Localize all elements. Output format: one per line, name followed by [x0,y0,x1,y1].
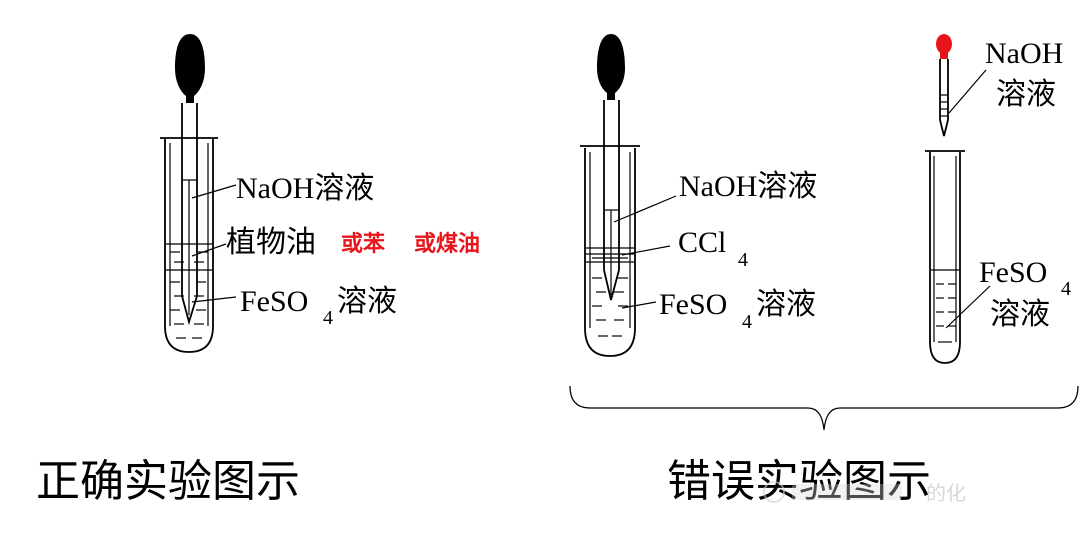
svg-text:FeSO: FeSO [979,256,1047,289]
label-naoh-drop: NaOH 溶液 [985,37,1063,111]
svg-text:4: 4 [323,307,333,329]
label-feso4-drop: FeSO 4 溶液 [979,256,1071,331]
label-naoh-correct: NaOH溶液 [236,172,374,205]
ccl4-layer [586,247,634,263]
svg-text:FeSO: FeSO [659,288,727,321]
test-tube-correct [164,138,214,353]
svg-text:NaOH: NaOH [985,37,1063,70]
test-tube-wrong-ccl4 [584,148,636,357]
svg-text:溶液: 溶液 [337,285,397,318]
caption-wrong: 错误实验图示 [667,456,931,507]
svg-text:4: 4 [738,249,748,271]
label-ccl4: CCl 4 [678,226,748,271]
svg-text:CCl: CCl [678,226,726,259]
feso4-solution-correct [170,281,206,339]
grouping-brace [569,385,1079,431]
svg-text:的化: 的化 [926,481,966,505]
red-dropper [936,34,952,137]
svg-text:溶液: 溶液 [996,78,1056,111]
caption-correct: 正确实验图示 [36,456,300,507]
label-feso4-correct: FeSO 4 溶液 [240,285,397,329]
feso4-solution-wrong [592,277,628,337]
label-naoh-wrong: NaOH溶液 [679,170,817,203]
test-tube-wrong-drop [929,152,961,364]
dropper-correct [175,34,205,326]
label-alt-kerosene: 或煤油 [414,231,480,257]
svg-text:4: 4 [742,311,752,333]
svg-text:溶液: 溶液 [756,288,816,321]
dropper-wrong [597,34,625,301]
label-feso4-wrong: FeSO 4 溶液 [659,288,816,333]
correct-setup: NaOH溶液 植物油 或苯 或煤油 FeSO 4 溶液 正确实验图示 [36,34,480,507]
svg-text:FeSO: FeSO [240,285,308,318]
label-vegetable-oil: 植物油 [226,226,316,259]
label-alt-benzene: 或苯 [341,231,386,257]
watermark: 的化 [763,481,966,505]
feso4-solution-drop [931,269,959,343]
svg-text:4: 4 [1061,278,1071,300]
svg-text:溶液: 溶液 [990,298,1050,331]
wrong-setup: NaOH溶液 CCl 4 FeSO 4 溶液 [569,34,1079,507]
